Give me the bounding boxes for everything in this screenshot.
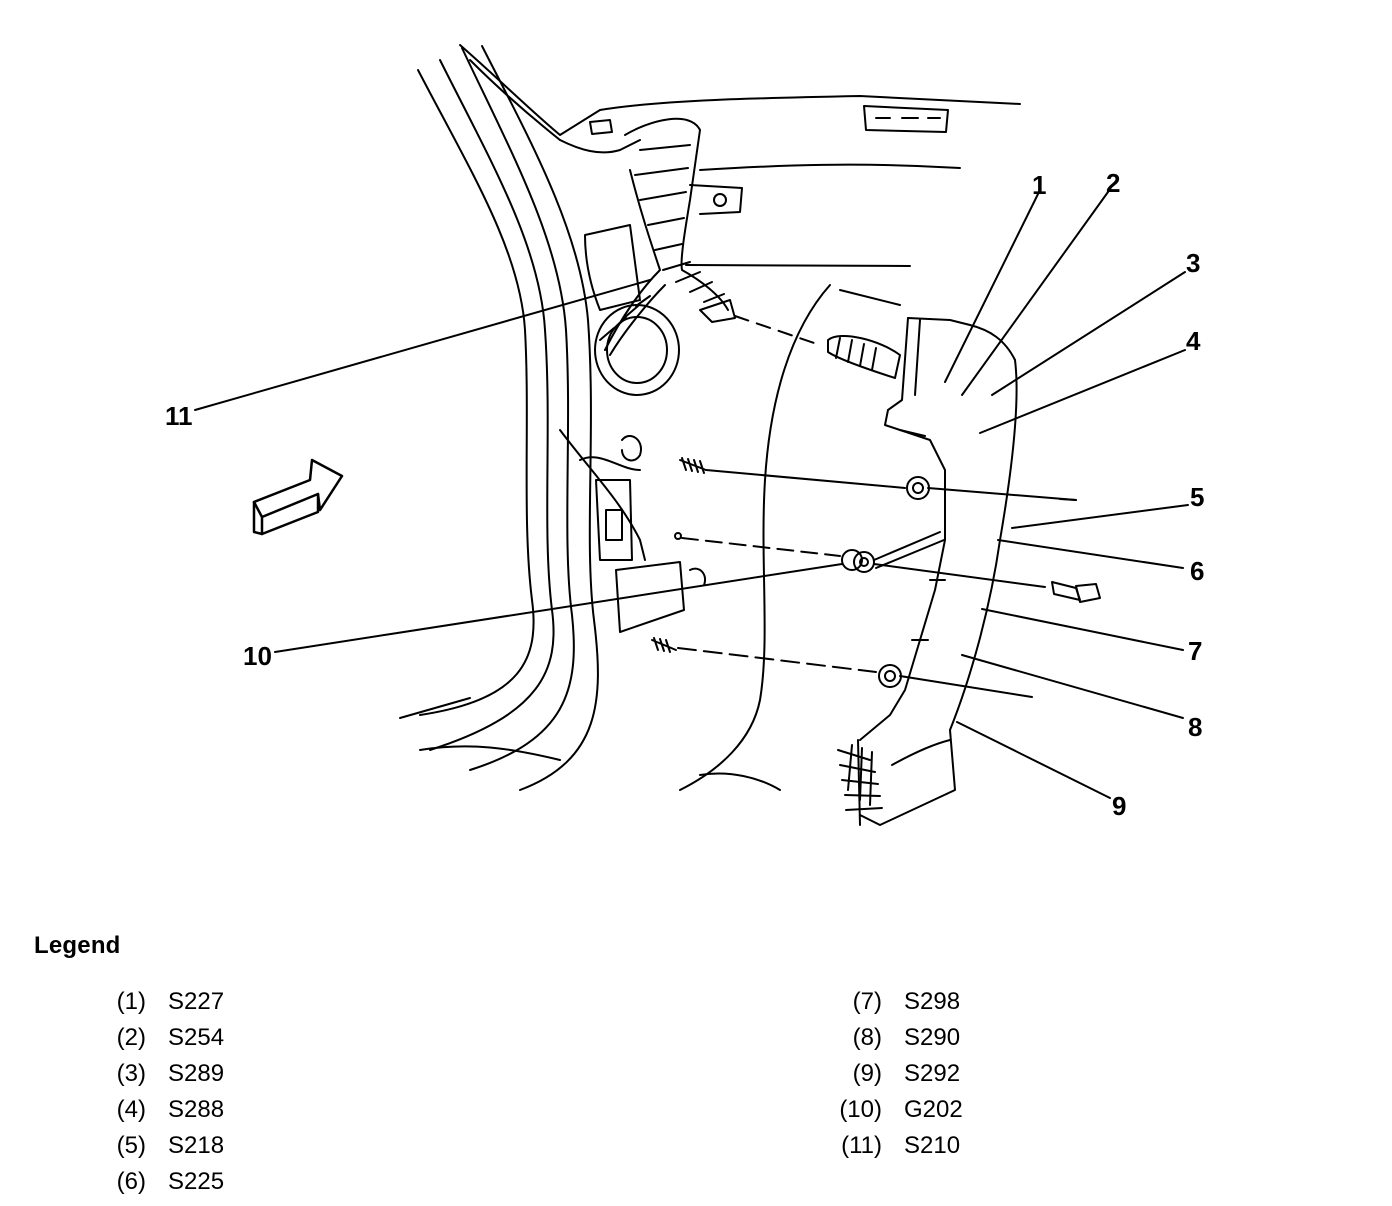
wiring-harness-diagram: 1 2 3 4 5 6 7 8 9 10 11 — [165, 44, 1204, 826]
callout-8: 8 — [1188, 712, 1202, 742]
callout-9: 9 — [1112, 791, 1126, 821]
callout-labels: 1 2 3 4 5 6 7 8 9 10 11 — [165, 168, 1204, 821]
legend-code: S298 — [904, 988, 961, 1015]
callout-7: 7 — [1188, 636, 1202, 666]
legend-code: S290 — [904, 1024, 961, 1051]
legend-item: (10) G202 — [832, 1092, 963, 1128]
legend-item: (3) S289 — [96, 1056, 224, 1092]
legend-column-right: (7) S298 (8) S290 (9) S292 (10) G202 (11) S21… — [832, 984, 963, 1164]
legend-number: (2) — [116, 1024, 146, 1051]
callout-6: 6 — [1190, 556, 1204, 586]
legend-code: S218 — [168, 1132, 225, 1159]
callout-11: 11 — [165, 401, 193, 431]
fasteners — [651, 457, 1101, 698]
body-pillar-outline — [399, 45, 599, 791]
callout-5: 5 — [1190, 482, 1204, 512]
legend-item: (2) S254 — [96, 1020, 224, 1056]
legend-title: Legend — [34, 932, 121, 959]
legend-code: S210 — [904, 1132, 961, 1159]
legend-number: (4) — [116, 1096, 146, 1123]
harness-channel — [859, 317, 1018, 826]
access-hole — [594, 304, 680, 396]
legend-code: S225 — [168, 1168, 225, 1195]
callout-1: 1 — [1032, 170, 1046, 200]
legend-number: (9) — [852, 1060, 882, 1087]
legend-number: (3) — [116, 1060, 146, 1087]
legend-number: (10) — [839, 1096, 882, 1123]
callout-4: 4 — [1186, 326, 1201, 356]
legend-item: (8) S290 — [832, 1020, 963, 1056]
legend-number: (6) — [116, 1168, 146, 1195]
legend-code: S288 — [168, 1096, 225, 1123]
callout-2: 2 — [1106, 168, 1120, 198]
legend-item: (1) S227 — [96, 984, 224, 1020]
floor-carpet — [837, 739, 883, 826]
legend-number: (5) — [116, 1132, 146, 1159]
forward-arrow-icon — [252, 458, 344, 536]
legend-item: (4) S288 — [96, 1092, 224, 1128]
legend-code: S289 — [168, 1060, 225, 1087]
legend-column-left: (1)S227 (2)S254 (3)S289 (4)S288 (5)S218 … — [96, 984, 224, 1200]
legend-item: (7) S298 — [832, 984, 963, 1020]
harness-conduit — [599, 117, 736, 356]
legend-number: (1) — [116, 988, 146, 1015]
leader-lines — [194, 189, 1189, 799]
roof-rail — [459, 44, 1021, 215]
inner-panel — [559, 224, 911, 791]
legend-number: (7) — [852, 988, 882, 1015]
legend-item: (5) S218 — [96, 1128, 224, 1164]
legend-code: G202 — [904, 1096, 963, 1123]
legend-code: S254 — [168, 1024, 225, 1051]
callout-10: 10 — [243, 641, 272, 671]
legend-item: (6) S225 — [96, 1164, 224, 1200]
connector-pigtail — [734, 315, 901, 379]
legend-code: S292 — [904, 1060, 961, 1087]
legend-number: (11) — [841, 1132, 882, 1159]
legend-number: (8) — [852, 1024, 882, 1051]
legend-item: (11) S210 — [832, 1128, 963, 1164]
legend-item: (9) S292 — [832, 1056, 963, 1092]
callout-3: 3 — [1186, 248, 1200, 278]
legend-code: S227 — [168, 988, 225, 1015]
